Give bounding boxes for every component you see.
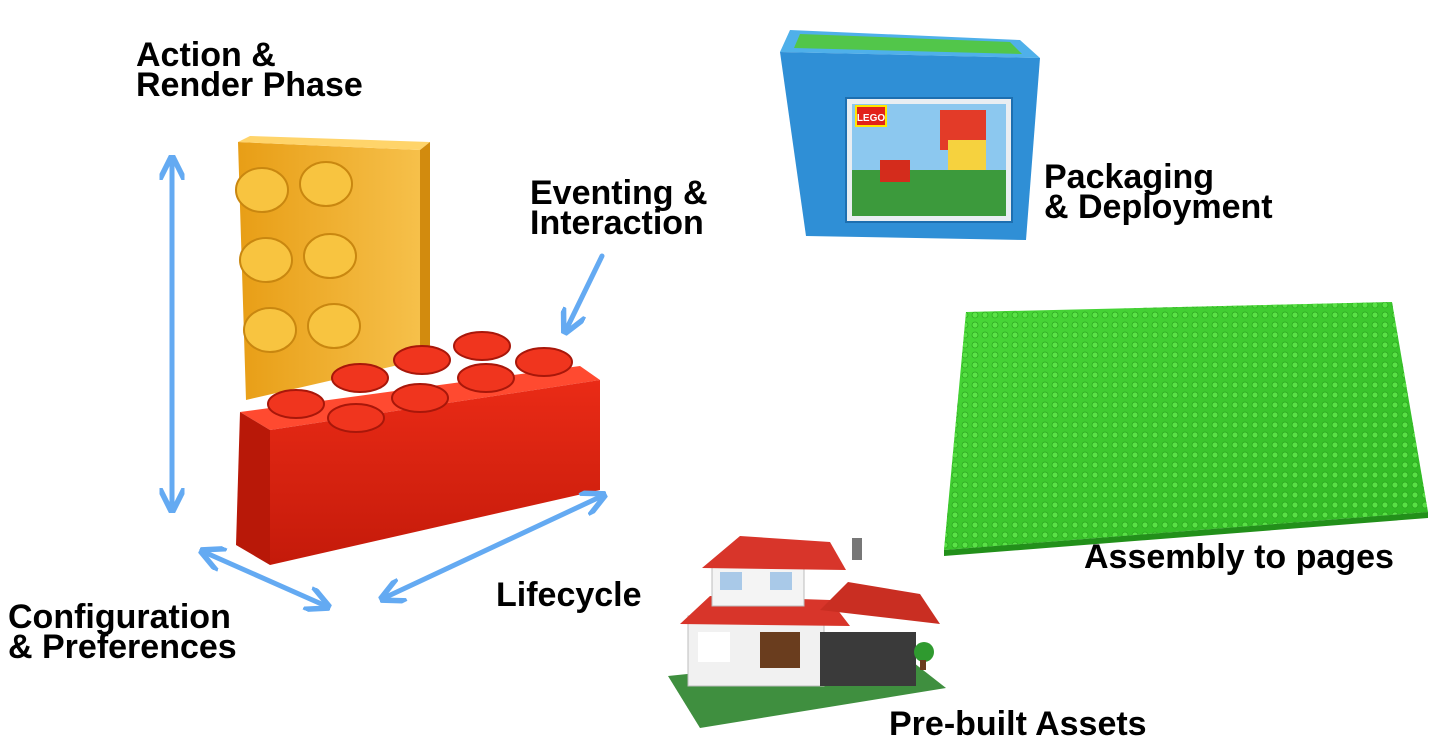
lifecycle-label: Lifecycle — [496, 576, 642, 614]
eventing-line-2: Interaction — [530, 204, 704, 242]
arrows — [172, 160, 602, 606]
yellow-brick-image — [235, 136, 430, 400]
config-double-arrow — [204, 552, 326, 606]
lego-logo: LEGO — [857, 113, 886, 124]
lifecycle-double-arrow — [384, 496, 602, 598]
red-brick-image — [236, 331, 600, 565]
green-baseplate-image — [944, 302, 1428, 556]
action-render-phase-label: Action & Render Phase — [136, 36, 363, 104]
action-render-line-1: Action & — [136, 36, 276, 74]
lego-house-image — [668, 536, 946, 728]
eventing-arrow — [566, 253, 605, 330]
configuration-line-2: & Preferences — [8, 628, 237, 666]
packaging-deployment-label: Packaging & Deployment — [1044, 158, 1273, 226]
configuration-preferences-label: Configuration & Preferences — [8, 598, 237, 666]
lego-tub-image: LEGO — [780, 30, 1040, 240]
action-render-line-2: Render Phase — [136, 66, 363, 104]
eventing-line-1: Eventing & — [530, 174, 708, 212]
configuration-line-1: Configuration — [8, 598, 231, 636]
assembly-to-pages-label: Assembly to pages — [1084, 538, 1394, 576]
packaging-line-1: Packaging — [1044, 158, 1215, 196]
pre-built-assets-label: Pre-built Assets — [889, 705, 1147, 743]
eventing-interaction-label: Eventing & Interaction — [530, 174, 708, 242]
packaging-line-2: & Deployment — [1044, 188, 1273, 226]
